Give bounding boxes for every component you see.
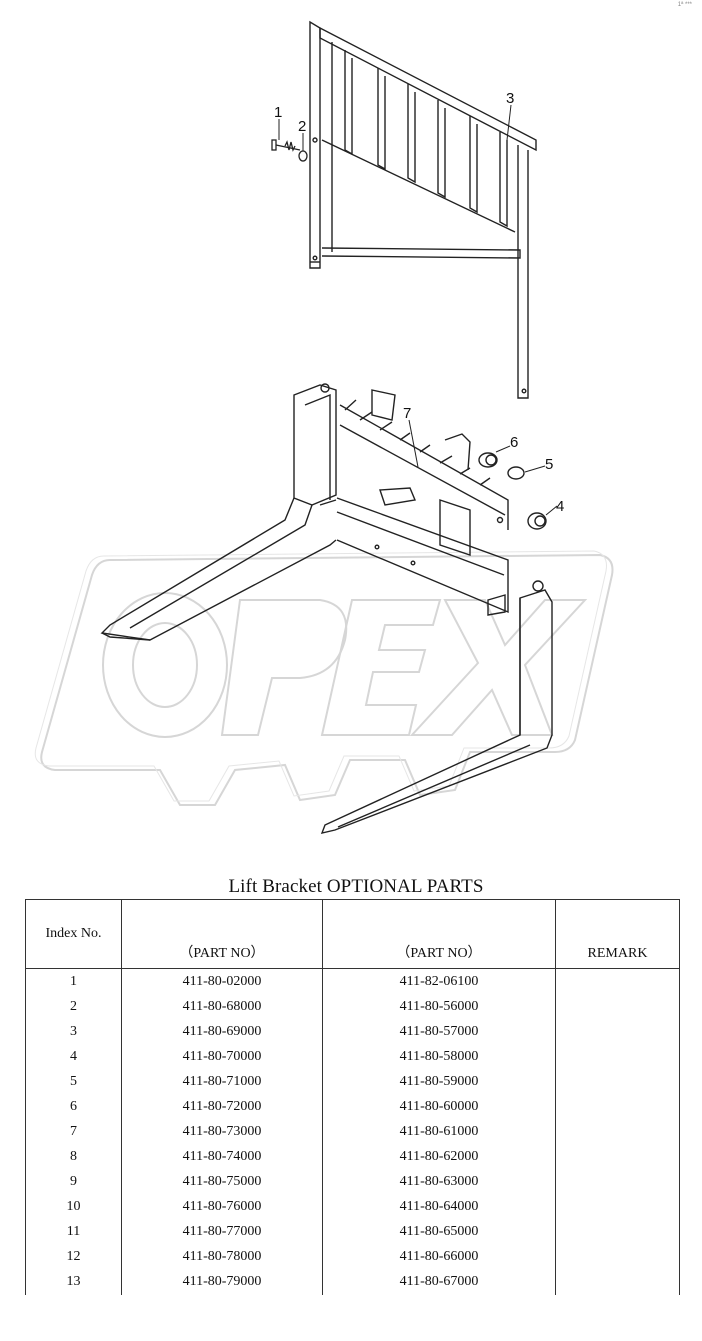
part-no-cell-2: 411-80-59000 <box>322 1069 556 1095</box>
index-cell: 12 <box>25 1244 122 1270</box>
part-no-cell-2: 411-80-65000 <box>322 1219 556 1245</box>
part-no-cell-2: 411-80-63000 <box>322 1169 556 1195</box>
index-cell: 3 <box>25 1019 122 1045</box>
index-cell: 2 <box>25 994 122 1020</box>
part-no-cell-2: 411-80-56000 <box>322 994 556 1020</box>
remark-cell <box>555 1269 680 1295</box>
fork-carriage <box>100 383 553 834</box>
opex-watermark-logo <box>34 550 614 806</box>
part-no-cell-2: 411-80-62000 <box>322 1144 556 1170</box>
callout-7: 7 <box>403 405 411 422</box>
header-remark: REMARK <box>555 899 680 969</box>
remark-cell <box>555 1069 680 1095</box>
callout-3: 3 <box>506 90 514 107</box>
part-no-cell-1: 411-80-70000 <box>121 1044 323 1070</box>
remark-cell <box>555 994 680 1020</box>
remark-cell <box>555 1194 680 1220</box>
part-no-cell-2: 411-80-58000 <box>322 1044 556 1070</box>
index-cell: 10 <box>25 1194 122 1220</box>
remark-cell <box>555 1119 680 1145</box>
part-no-cell-2: 411-80-64000 <box>322 1194 556 1220</box>
index-cell: 9 <box>25 1169 122 1195</box>
part-no-cell-1: 411-80-78000 <box>121 1244 323 1270</box>
part-no-cell-2: 411-80-60000 <box>322 1094 556 1120</box>
part-no-cell-1: 411-80-72000 <box>121 1094 323 1120</box>
part-no-cell-2: 411-80-57000 <box>322 1019 556 1045</box>
pin-and-washer <box>271 139 308 162</box>
part-no-cell-1: 411-80-02000 <box>121 968 323 995</box>
remark-cell <box>555 1169 680 1195</box>
index-cell: 4 <box>25 1044 122 1070</box>
callout-1: 1 <box>274 104 282 121</box>
part-no-cell-1: 411-80-69000 <box>121 1019 323 1045</box>
table-title: Lift Bracket OPTIONAL PARTS <box>228 876 484 897</box>
part-no-cell-1: 411-80-71000 <box>121 1069 323 1095</box>
index-cell: 1 <box>25 968 122 995</box>
callout-leaders <box>278 104 558 516</box>
header-index-no: Index No. <box>25 899 122 969</box>
index-cell: 11 <box>25 1219 122 1245</box>
callout-4: 4 <box>556 498 564 515</box>
remark-cell <box>555 1219 680 1245</box>
part-no-cell-1: 411-80-74000 <box>121 1144 323 1170</box>
callout-6: 6 <box>510 434 518 451</box>
index-cell: 8 <box>25 1144 122 1170</box>
part-no-cell-1: 411-80-79000 <box>121 1269 323 1295</box>
index-cell: 5 <box>25 1069 122 1095</box>
part-no-cell-2: 411-80-66000 <box>322 1244 556 1270</box>
part-no-cell-2: 411-82-06100 <box>322 968 556 995</box>
index-cell: 7 <box>25 1119 122 1145</box>
index-cell: 13 <box>25 1269 122 1295</box>
part-no-cell-1: 411-80-76000 <box>121 1194 323 1220</box>
part-no-cell-2: 411-80-67000 <box>322 1269 556 1295</box>
remark-cell <box>555 1044 680 1070</box>
callout-2: 2 <box>298 118 306 135</box>
part-no-cell-1: 411-80-77000 <box>121 1219 323 1245</box>
header-part-no-1: （PART NO） <box>121 899 323 969</box>
corner-mark: 1ª *** <box>677 2 692 8</box>
table-header-row: Index No. （PART NO） （PART NO） REMARK <box>25 899 680 969</box>
part-no-cell-2: 411-80-61000 <box>322 1119 556 1145</box>
remark-cell <box>555 1094 680 1120</box>
load-backrest <box>309 20 537 399</box>
remark-cell <box>555 968 680 995</box>
remark-cell <box>555 1144 680 1170</box>
pin-parts <box>478 452 547 530</box>
remark-cell <box>555 1244 680 1270</box>
part-no-cell-1: 411-80-75000 <box>121 1169 323 1195</box>
header-part-no-2: （PART NO） <box>322 899 556 969</box>
remark-cell <box>555 1019 680 1045</box>
exploded-parts-diagram: 1 2 3 4 5 6 7 <box>34 20 614 834</box>
index-cell: 6 <box>25 1094 122 1120</box>
part-no-cell-1: 411-80-68000 <box>121 994 323 1020</box>
callout-5: 5 <box>545 456 553 473</box>
part-no-cell-1: 411-80-73000 <box>121 1119 323 1145</box>
